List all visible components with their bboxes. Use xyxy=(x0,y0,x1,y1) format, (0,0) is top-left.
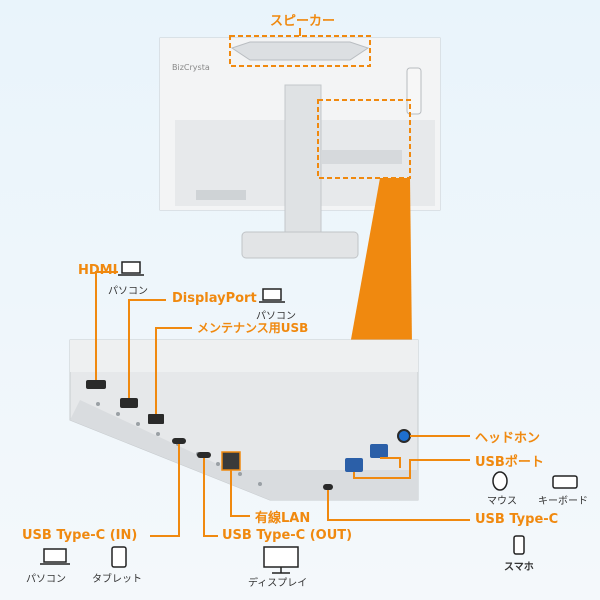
speaker-highlight xyxy=(229,35,371,67)
usbc-in-label: USB Type-C (IN) xyxy=(22,528,138,543)
callout-wedge xyxy=(350,178,412,345)
usbc-out-label: USB Type-C (OUT) xyxy=(222,528,353,543)
usbc-in-device-2: タブレット xyxy=(92,574,142,585)
speaker-label: スピーカー xyxy=(270,14,336,29)
usb-a-port-1 xyxy=(345,458,363,472)
lan-label: 有線LAN xyxy=(255,511,311,526)
headphone-jack xyxy=(397,429,411,443)
usb-a-port-2 xyxy=(370,444,388,458)
usb-port-label: USBポート xyxy=(475,455,544,470)
port-panel xyxy=(69,339,419,501)
maintenance-usb-label: メンテナンス用USB xyxy=(197,321,309,335)
usbc-in-device-1: パソコン xyxy=(26,574,66,585)
displayport-device: パソコン xyxy=(256,311,296,322)
maintenance-usb-port xyxy=(148,414,164,424)
usbc-in-port xyxy=(172,438,186,444)
usbc-right-label: USB Type-C xyxy=(475,512,559,527)
leader-lines xyxy=(95,271,470,537)
displayport-label: DisplayPort xyxy=(172,291,257,306)
brand-text: BizCrysta xyxy=(172,63,210,72)
hdmi-port xyxy=(86,380,106,389)
device-icons xyxy=(40,261,578,574)
displayport-port xyxy=(120,398,138,408)
usb-port-device-2: キーボード xyxy=(538,496,588,507)
hdmi-label: HDMI xyxy=(78,263,118,278)
usbc-right-port xyxy=(323,484,333,490)
usbc-out-device: ディスプレイ xyxy=(248,578,308,589)
usbc-out-port xyxy=(197,452,211,458)
headphone-label: ヘッドホン xyxy=(475,431,541,446)
hdmi-device: パソコン xyxy=(108,286,148,297)
usb-port-device-1: マウス xyxy=(487,496,517,507)
usbc-right-device: スマホ xyxy=(504,562,534,573)
lan-port xyxy=(221,451,241,471)
ports-highlight xyxy=(317,99,411,179)
